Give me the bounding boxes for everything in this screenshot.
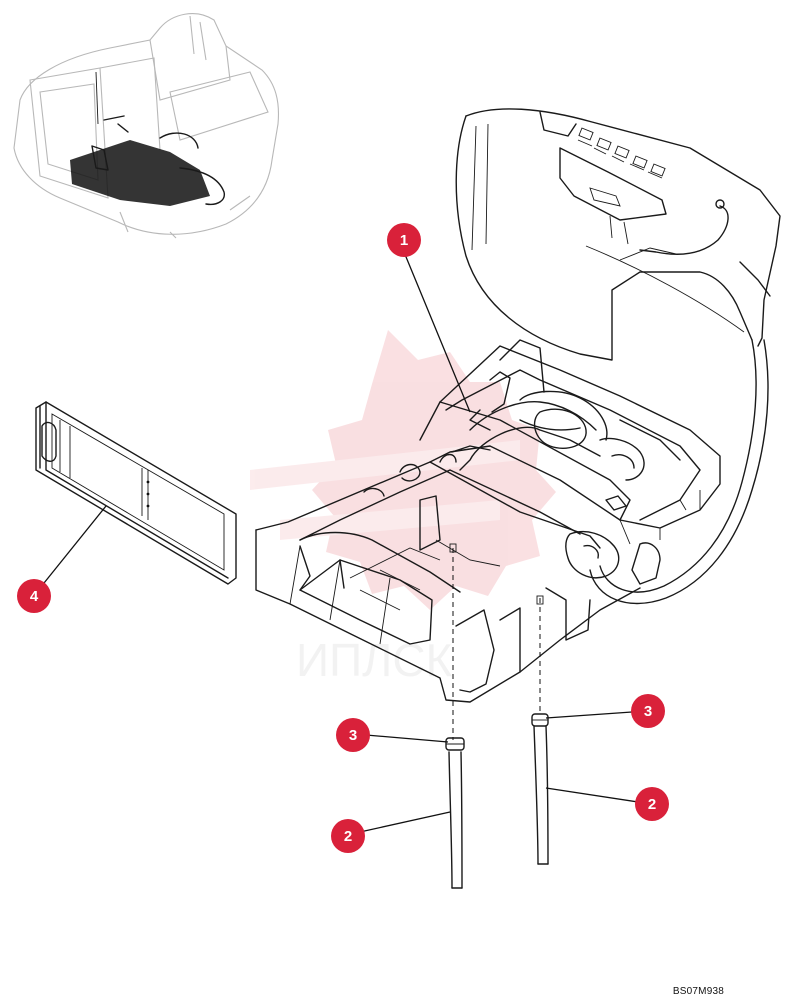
hose-clamp-right (531, 713, 549, 727)
leader-line-1 (403, 251, 471, 413)
callout-4: 4 (17, 579, 51, 613)
callout-3-left: 3 (336, 718, 370, 752)
drain-port-right (536, 595, 544, 605)
leader-line-3-left (365, 734, 449, 743)
callout-2-left: 2 (331, 819, 365, 853)
leader-line-2-left (359, 811, 451, 833)
callout-3-right-label: 3 (644, 703, 652, 720)
callout-3-right: 3 (631, 694, 665, 728)
drain-hose-left (448, 751, 463, 889)
callout-2-right: 2 (635, 787, 669, 821)
air-filter (35, 401, 237, 585)
callout-2-right-label: 2 (648, 796, 656, 813)
cab-body-outline (455, 108, 781, 361)
callout-3-left-label: 3 (349, 727, 357, 744)
excavator-overview-inset (13, 13, 280, 239)
hose-clamp-left (445, 737, 465, 751)
callout-1: 1 (387, 223, 421, 257)
heater-unit-assembly (255, 339, 721, 703)
leader-line-4 (39, 505, 107, 589)
figure-reference-code: BS07M938 (672, 986, 724, 997)
callout-1-label: 1 (400, 232, 408, 249)
leader-line-3-right (545, 711, 633, 719)
callout-2-left-label: 2 (344, 828, 352, 845)
watermark-logo: ИПЛСК (250, 330, 556, 686)
drain-hose-right (533, 725, 549, 865)
svg-text:ИПЛСК: ИПЛСК (296, 634, 453, 686)
drain-port-left (449, 543, 457, 553)
leader-line-2-right (545, 787, 639, 803)
connecting-hose (589, 339, 769, 605)
callout-4-label: 4 (30, 588, 39, 605)
